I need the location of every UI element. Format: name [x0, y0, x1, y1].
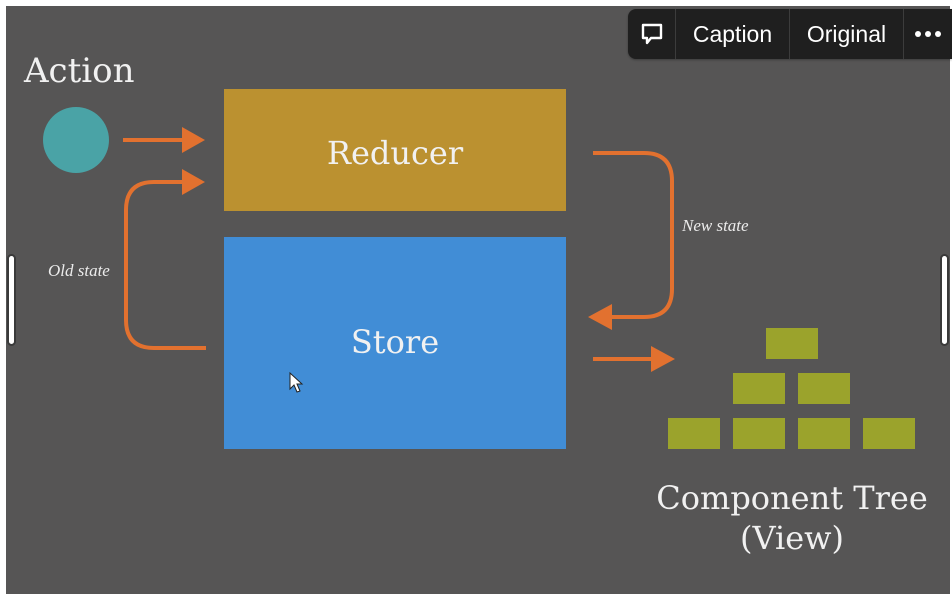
action-to-reducer-arrow [123, 127, 205, 153]
tree-block [733, 373, 785, 404]
redux-diagram: Action Reducer Store Old state [23, 51, 928, 557]
speech-bubble-icon [641, 23, 662, 45]
ellipsis-icon [915, 31, 941, 37]
store-box [224, 237, 566, 449]
tree-block [798, 373, 850, 404]
component-tree-blocks [668, 328, 915, 449]
caption-button[interactable]: Caption [676, 9, 790, 59]
slide: Action Reducer Store Old state [6, 6, 950, 594]
original-button[interactable]: Original [790, 9, 904, 59]
view-label: (View) [740, 519, 844, 557]
more-options-button[interactable] [904, 9, 952, 59]
action-label: Action [23, 51, 135, 91]
tree-block [766, 328, 818, 359]
store-to-view-arrow [593, 346, 675, 372]
reducer-label: Reducer [327, 134, 464, 172]
right-resize-handle[interactable] [940, 254, 949, 346]
left-resize-handle[interactable] [7, 254, 16, 346]
tree-block [668, 418, 720, 449]
component-tree-label: Component Tree [656, 479, 928, 517]
reducer-box [224, 89, 566, 211]
new-state-label: New state [681, 216, 749, 235]
new-state-arrow [588, 151, 674, 330]
mouse-cursor-icon [289, 371, 304, 393]
tree-block [733, 418, 785, 449]
old-state-label: Old state [48, 261, 110, 280]
media-toolbar: Caption Original [628, 9, 952, 59]
tree-block [863, 418, 915, 449]
store-label: Store [351, 323, 439, 361]
comment-button[interactable] [628, 9, 676, 59]
old-state-arrow [124, 169, 206, 350]
tree-block [798, 418, 850, 449]
action-circle [43, 107, 109, 173]
